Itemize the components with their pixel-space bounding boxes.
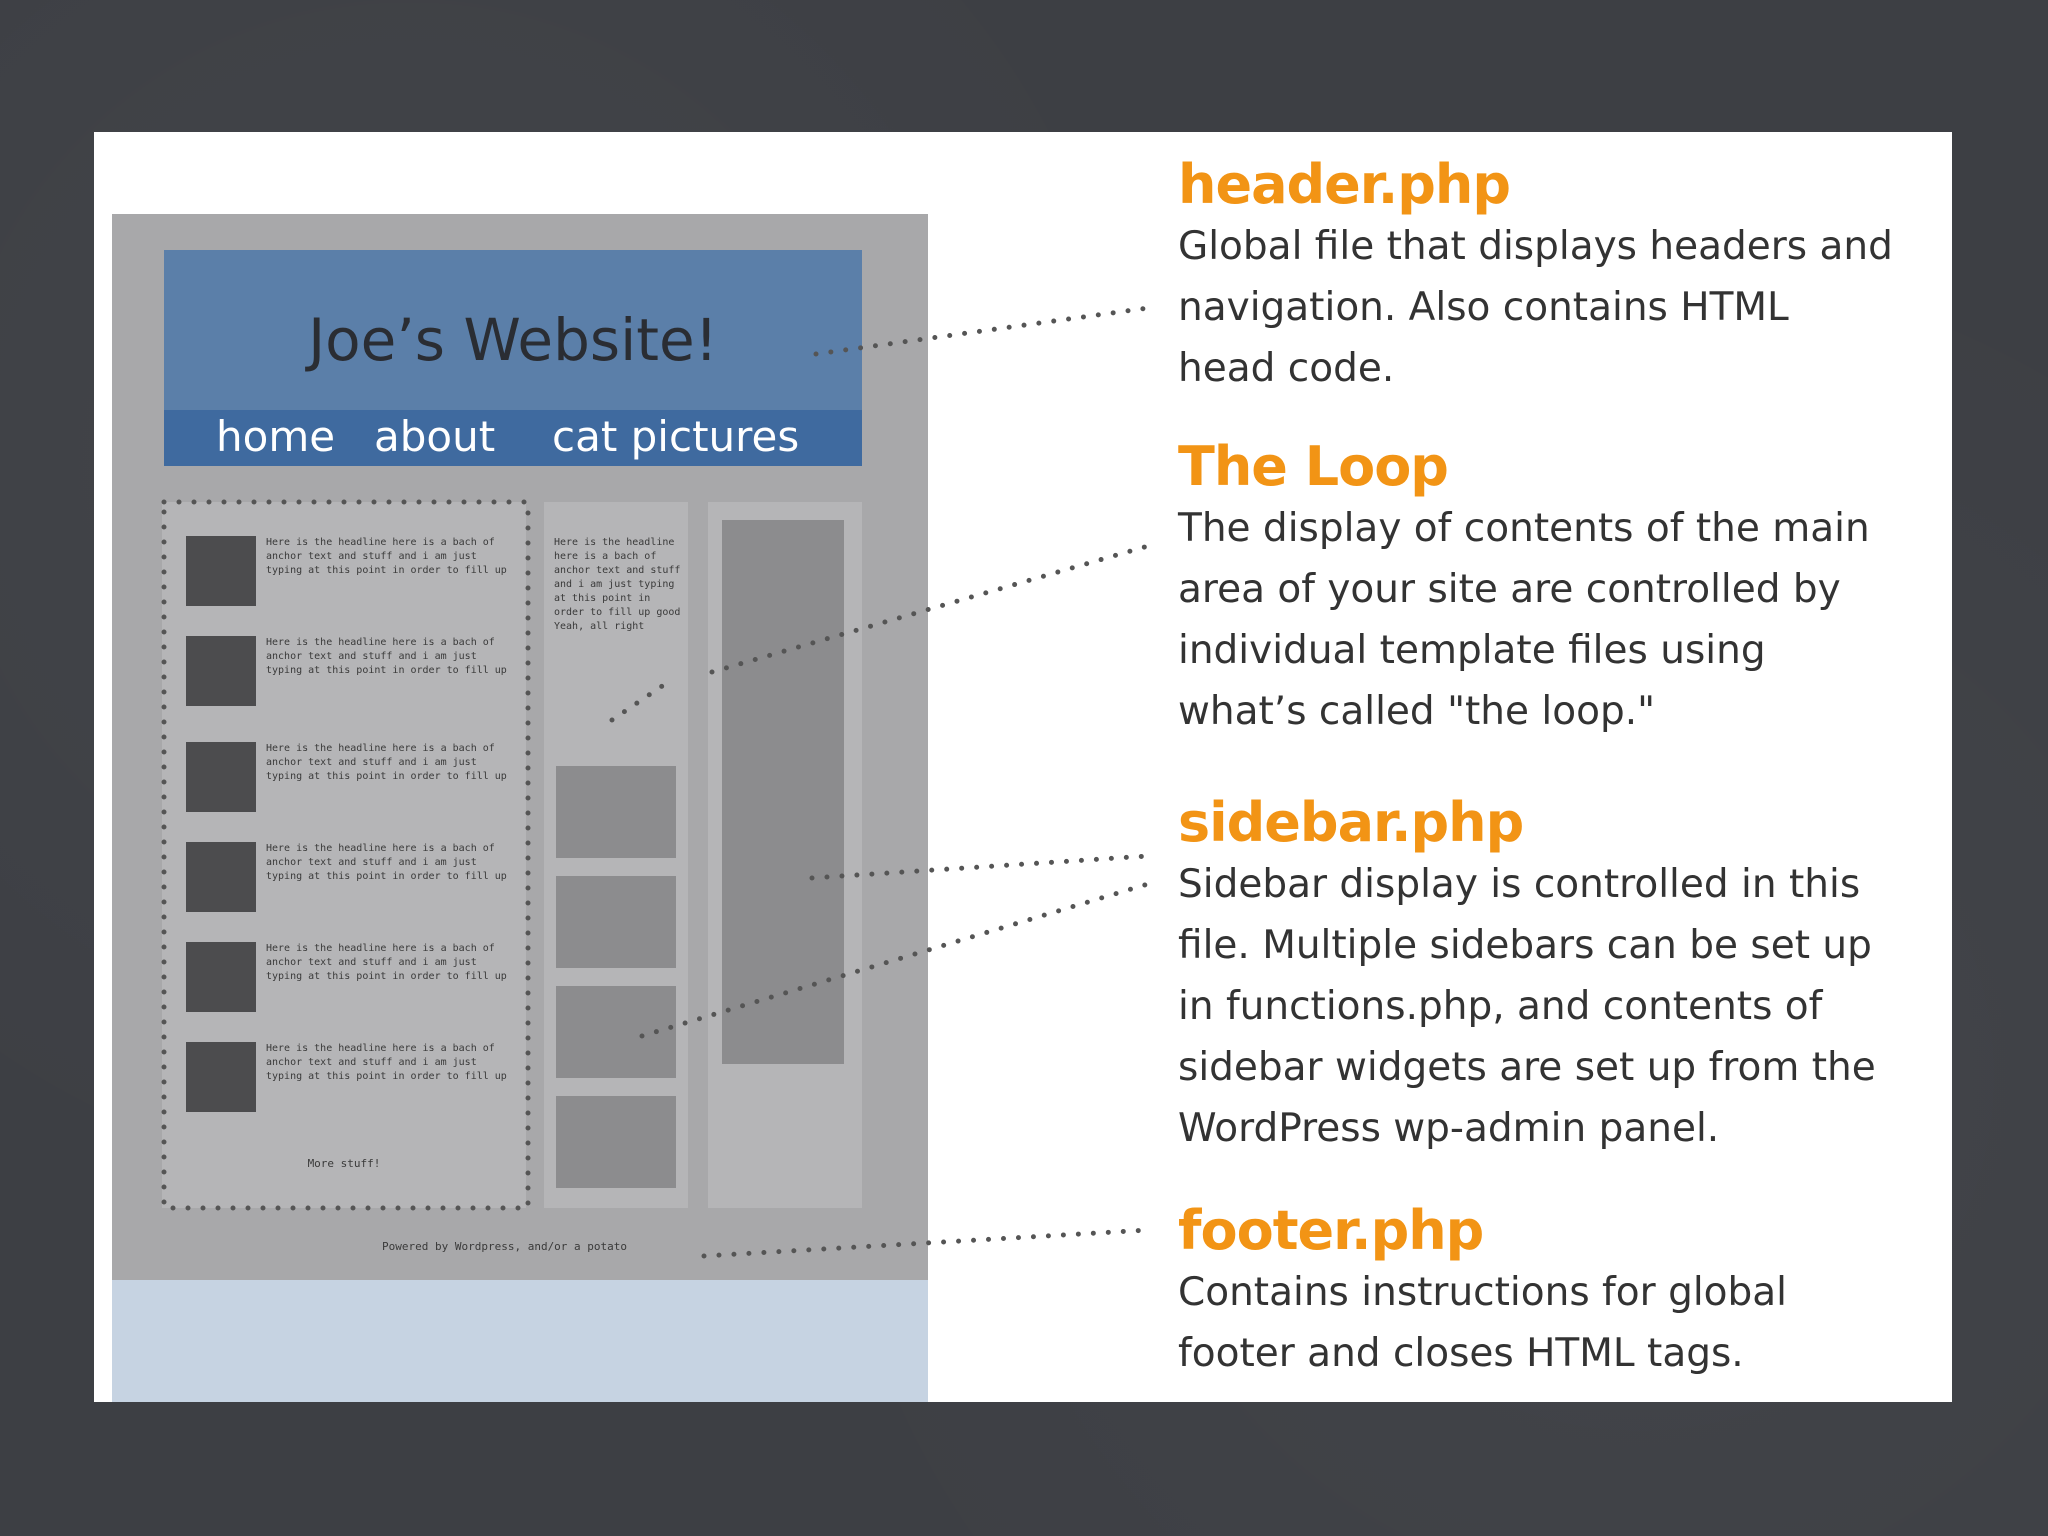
loop-area-outline [161,499,531,1211]
label-title: header.php [1178,153,1511,216]
label-title: sidebar.php [1178,791,1524,854]
post-thumbnail [186,536,256,606]
post-thumbnail [186,842,256,912]
post-excerpt: Here is the headline here is a bach of a… [266,537,507,576]
mockup-nav-about: about [374,412,496,461]
mockup-nav-bar: home about cat pictures [164,410,862,466]
slide-panel: Joe’s Website! home about cat pictures H… [94,132,1952,1402]
label-sidebar-php: sidebar.php Sidebar display is controlle… [1178,792,1938,1159]
label-title: The Loop [1178,435,1449,498]
post-thumbnail [186,1042,256,1112]
loop-connector-tail [609,675,677,723]
post-thumbnail [186,742,256,812]
website-mockup: Joe’s Website! home about cat pictures H… [112,214,928,1402]
mockup-widget [556,766,676,858]
mockup-sidebar-box [722,520,844,1064]
mockup-post: Here is the headline here is a bach of a… [186,842,516,916]
mockup-widget [556,1096,676,1188]
label-description: The display of contents of the main area… [1178,506,1870,734]
mockup-site-title: Joe’s Website! [308,306,718,374]
mockup-post: Here is the headline here is a bach of a… [186,942,516,1016]
mockup-post: Here is the headline here is a bach of a… [186,536,516,610]
label-footer-php: footer.php Contains instructions for glo… [1178,1200,1938,1384]
footer-connector [701,1227,1151,1259]
mockup-more-stuff: More stuff! [307,1157,381,1170]
sidebar-connector [809,853,1151,881]
post-thumbnail [186,636,256,706]
label-description: Global file that displays headers and na… [1178,224,1893,391]
label-header-php: header.php Global file that displays hea… [1178,154,1938,399]
widget-connector [639,881,1151,1039]
mockup-post: Here is the headline here is a bach of a… [186,742,516,816]
mockup-loop-column: Here is the headline here is a bach of a… [544,502,688,1208]
connector-lines [161,305,1151,1259]
label-title: footer.php [1178,1199,1484,1262]
label-the-loop: The Loop The display of contents of the … [1178,436,1938,742]
mockup-header: Joe’s Website! [164,250,862,410]
mockup-post: Here is the headline here is a bach of a… [186,636,516,710]
header-connector [813,305,1151,357]
mockup-post: Here is the headline here is a bach of a… [186,1042,516,1116]
mockup-footer-text: Powered by Wordpress, and/or a potato [382,1240,628,1253]
label-description: Sidebar display is controlled in this fi… [1178,862,1876,1151]
mockup-sidebar [708,502,862,1208]
mockup-widget [556,876,676,968]
loop-excerpt: Here is the headline here is a bach of a… [554,537,681,632]
label-description: Contains instructions for global footer … [1178,1270,1788,1376]
post-excerpt: Here is the headline here is a bach of a… [266,637,507,676]
post-excerpt: Here is the headline here is a bach of a… [266,1043,507,1082]
post-excerpt: Here is the headline here is a bach of a… [266,943,507,982]
mockup-post-list: Here is the headline here is a bach of a… [162,502,526,1208]
post-thumbnail [186,942,256,1012]
mockup-nav-home: home [216,412,336,461]
post-excerpt: Here is the headline here is a bach of a… [266,743,507,782]
mockup-nav-cat-pictures: cat pictures [552,412,800,461]
post-excerpt: Here is the headline here is a bach of a… [266,843,507,882]
mockup-page-area: Joe’s Website! home about cat pictures H… [112,214,928,1280]
loop-connector [709,543,1151,675]
